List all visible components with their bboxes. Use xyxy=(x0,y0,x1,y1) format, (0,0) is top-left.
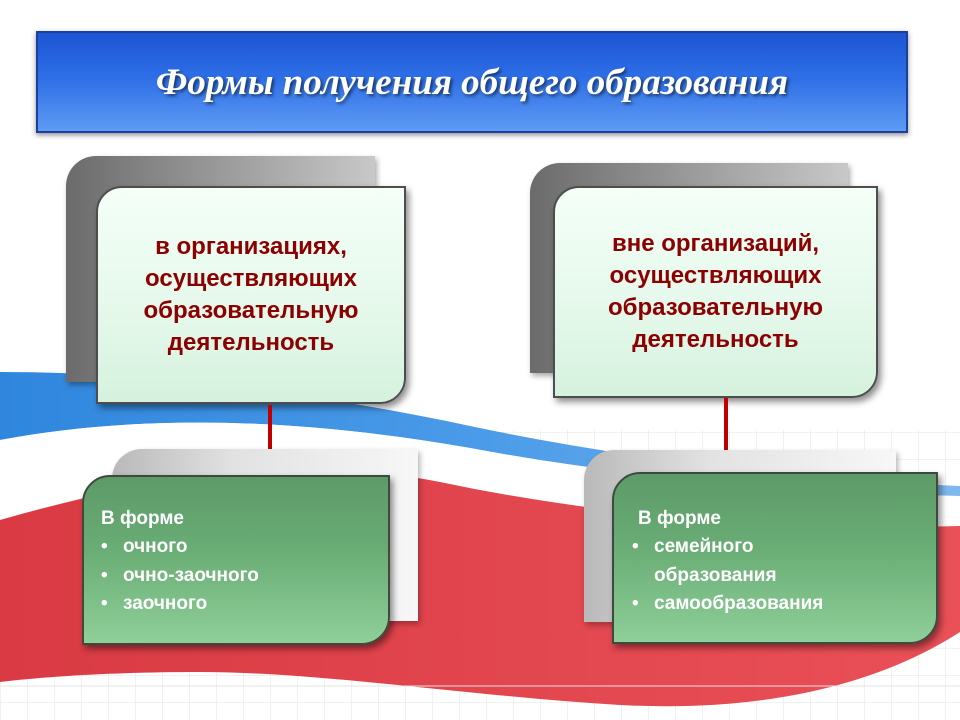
right-form-list: •семейного образования •самообразования xyxy=(632,533,823,619)
right-bottom-heading: В форме xyxy=(638,505,721,534)
left-bottom-heading: В форме xyxy=(101,505,184,534)
list-item-continuation: образования xyxy=(632,562,823,591)
left-top-text: в организациях, осуществляющих образоват… xyxy=(143,231,358,359)
list-item: •семейного xyxy=(632,533,823,562)
left-form-list: •очного •очно-заочного •заочного xyxy=(101,533,259,619)
list-item: •самообразования xyxy=(632,590,823,619)
title-bar: Формы получения общего образования xyxy=(36,31,908,133)
page-title: Формы получения общего образования xyxy=(156,61,788,104)
left-top-box: в организациях, осуществляющих образоват… xyxy=(96,186,406,404)
right-bottom-box: В форме •семейного образования •самообра… xyxy=(612,472,938,644)
list-item: •заочного xyxy=(101,590,259,619)
right-top-box: вне организаций, осуществляющих образова… xyxy=(553,186,878,398)
left-bottom-box: В форме •очного •очно-заочного •заочного xyxy=(82,475,390,645)
list-item: •очного xyxy=(101,533,259,562)
right-top-text: вне организаций, осуществляющих образова… xyxy=(608,228,823,356)
list-item: •очно-заочного xyxy=(101,562,259,591)
